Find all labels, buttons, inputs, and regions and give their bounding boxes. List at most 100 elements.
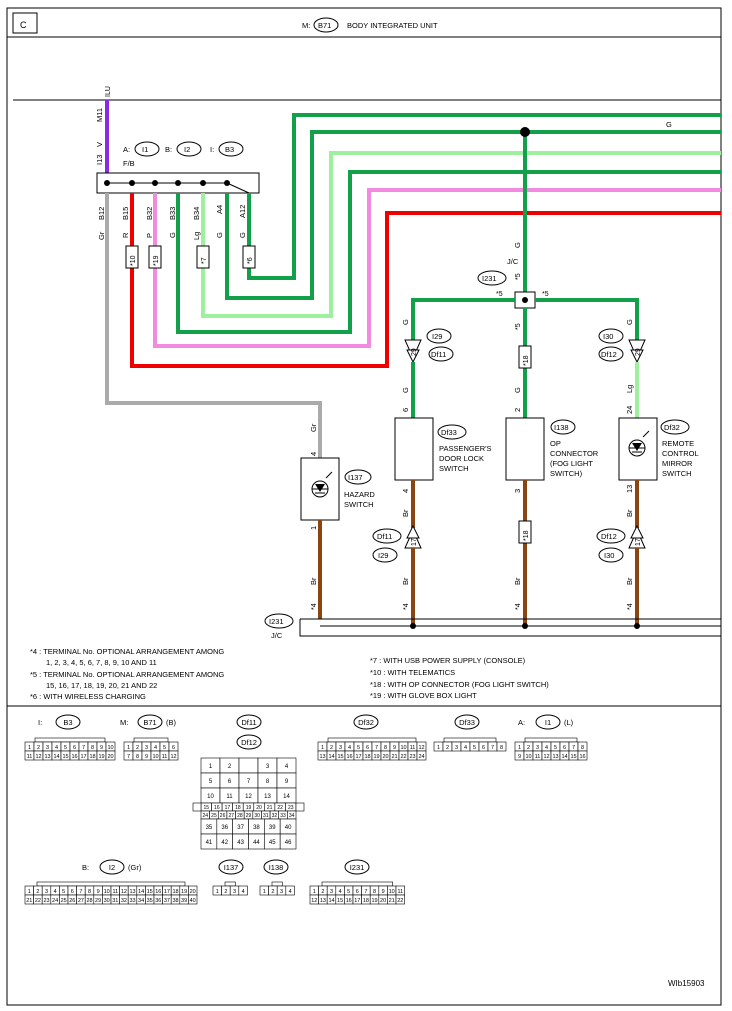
pinout-df33-pin: 4 — [464, 745, 467, 751]
df12-pin: 38 — [253, 825, 260, 831]
pinout-b71-pin: 7 — [127, 754, 130, 760]
pinout-i231-pin: 6 — [356, 889, 359, 895]
pinout-i231-pin: 13 — [320, 898, 326, 904]
pinout-i231-pin: 21 — [389, 898, 395, 904]
pinout-i2-suffix: (Gr) — [128, 863, 142, 872]
passenger-door-lock-switch — [394, 417, 434, 481]
fb-b-conn: I2 — [184, 145, 190, 154]
passenger-label-2: DOOR LOCK — [439, 454, 484, 463]
conn-df12-bot: Df12 — [601, 532, 617, 541]
df12-pin: 18 — [235, 805, 241, 811]
df12-cell — [238, 757, 259, 774]
df12-pin: 10 — [207, 794, 214, 800]
center-g: G — [513, 387, 522, 393]
df12-pin: 11 — [226, 794, 233, 800]
pin-b34: B34 — [192, 207, 201, 220]
df12-pin: 36 — [221, 825, 228, 831]
pinout-i1-pin: 8 — [581, 745, 584, 751]
pinout-i137-pin-cell — [238, 885, 248, 896]
pinout-i231-pin: 20 — [380, 898, 386, 904]
pinout-i2-pin: 1 — [28, 889, 31, 895]
mirror-label-1: REMOTE — [662, 439, 694, 448]
pin-b15: B15 — [121, 207, 130, 220]
pinout-i2-pin: 9 — [97, 889, 100, 895]
label-ilu: ILU — [105, 86, 112, 97]
pinout-b71-pin: 6 — [172, 745, 175, 751]
pinout-df32-pin: 15 — [337, 754, 343, 760]
pinout-df33-pin: 5 — [473, 745, 476, 751]
pinout-i1-pin: 9 — [518, 754, 521, 760]
pinout-b3-pin: 10 — [107, 745, 113, 751]
pinout-df32-pin: 21 — [391, 754, 397, 760]
pinout-df32-pin: 17 — [355, 754, 361, 760]
rb-arrow-num: 17 — [635, 538, 642, 546]
op-label-3: (FOG LIGHT — [550, 459, 593, 468]
conn-i29-top: I29 — [432, 332, 442, 341]
pinout-i137-oval — [218, 859, 244, 875]
pinout-i1-pin: 3 — [536, 745, 539, 751]
pinout-b71-suffix: (B) — [166, 718, 177, 727]
pinout-b71-pin: 2 — [136, 745, 139, 751]
pinout-df32-pin: 3 — [339, 745, 342, 751]
pinout-b71-oval — [137, 714, 163, 730]
pinout-i1-suffix: (L) — [564, 718, 574, 727]
center-pin2: 2 — [513, 408, 522, 412]
left-g: G — [401, 319, 410, 325]
pinout-i138-pin: 4 — [289, 889, 292, 895]
pinout-i2-pin: 18 — [172, 889, 178, 895]
pinout-i2-pin: 5 — [62, 889, 65, 895]
pinout-df32-pin: 23 — [409, 754, 415, 760]
pin-a12: A12 — [238, 205, 247, 218]
pinout-df33-pin: 1 — [437, 745, 440, 751]
pinout-b3-oval — [55, 714, 81, 730]
df12-pin: 39 — [269, 825, 276, 831]
fb-b-label: B: — [165, 145, 172, 154]
connector-id-oval — [313, 17, 339, 33]
fb-i-label: I: — [210, 145, 214, 154]
left-pin4: 4 — [401, 489, 410, 493]
pinout-i1-pin: 7 — [572, 745, 575, 751]
df12-pin: 35 — [206, 825, 213, 831]
op-label-1: OP — [550, 439, 561, 448]
mirror-label-4: SWITCH — [662, 469, 692, 478]
pinout-b3-pin: 13 — [44, 754, 50, 760]
pinout-b71-id: B71 — [143, 718, 156, 727]
pinout-b3-pin: 8 — [91, 745, 94, 751]
pinout-i2-pin: 4 — [54, 889, 57, 895]
pinout-i2-pin: 21 — [26, 898, 32, 904]
pinout-df32-pin: 10 — [400, 745, 406, 751]
df12-pin: 17 — [225, 805, 231, 811]
pinout-i231-id: I231 — [350, 863, 365, 872]
tag-10: *10 — [130, 255, 137, 266]
pinout-b3-pin: 11 — [27, 754, 33, 760]
pinout-i1-pin-cell — [577, 750, 588, 761]
color-r: R — [121, 232, 130, 238]
pinout-i2-pin-cell — [188, 894, 198, 905]
df12-pin: 8 — [266, 779, 270, 785]
pinout-df32-pin: 2 — [330, 745, 333, 751]
pinout-b3-pin: 18 — [89, 754, 95, 760]
pinout-b71-pin: 10 — [152, 754, 158, 760]
pinout-i2-pin: 30 — [104, 898, 110, 904]
pin-b32: B32 — [145, 207, 154, 220]
df12-pin: 15 — [203, 805, 209, 811]
right-br2: Br — [625, 577, 634, 585]
svg-text:*7 : WITH USB POWER SUPPLY (: *7 : WITH USB POWER SUPPLY (CONSOLE) — [370, 656, 526, 665]
pinout-df32-id: Df32 — [358, 718, 374, 727]
pinout-i2-pin: 24 — [52, 898, 58, 904]
mirror-label-3: MIRROR — [662, 459, 693, 468]
pinout-i1-pin: 13 — [552, 754, 558, 760]
pinout-df11-id: Df11 — [241, 718, 256, 727]
pinout-df33-oval — [454, 714, 480, 730]
pinout-i1-prefix: A: — [518, 718, 525, 727]
right-br1: Br — [625, 509, 634, 517]
pinout-df33-id: Df33 — [459, 718, 475, 727]
notes-right: *7 : WITH USB POWER SUPPLY (CONSOLE) *10… — [370, 656, 549, 700]
df12-pin: 24 — [203, 813, 209, 819]
wire-green-left — [411, 298, 515, 340]
pinout-df32-pin-cell — [416, 750, 427, 761]
df12-pin: 2 — [228, 764, 232, 770]
pinout-i231-pin: 3 — [330, 889, 333, 895]
df12-pin: 43 — [237, 840, 244, 846]
pinout-df32-pin: 8 — [384, 745, 387, 751]
